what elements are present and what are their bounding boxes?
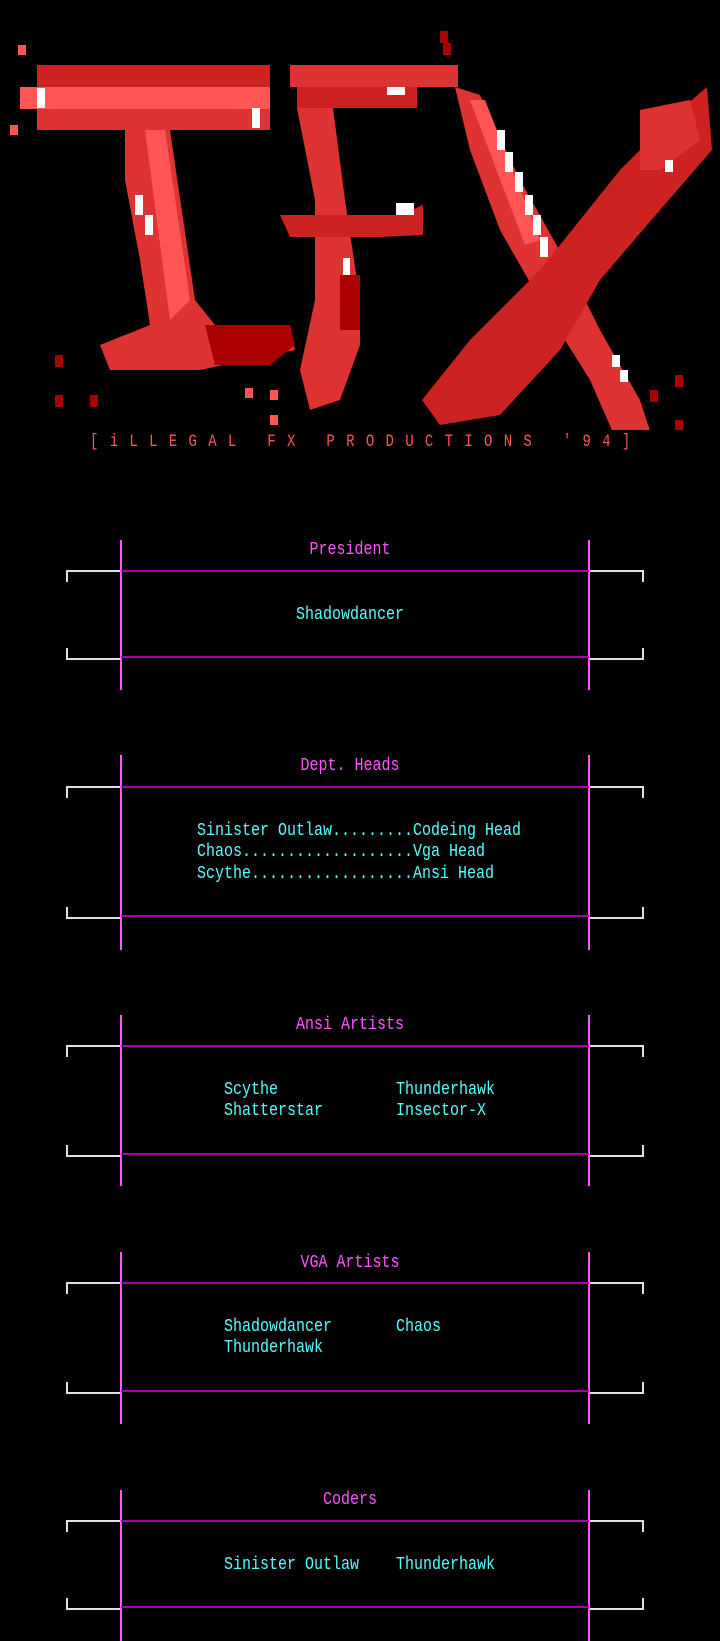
box-vline-right	[588, 1490, 590, 1641]
box-rule-top	[121, 1045, 589, 1047]
member-name: Sinister Outlaw	[224, 1553, 360, 1575]
box-rule-bottom	[121, 1390, 589, 1392]
bracket	[590, 786, 644, 798]
logo-letter-x	[422, 87, 712, 430]
box-vline-left	[120, 755, 122, 950]
ifx-logo	[10, 31, 712, 430]
member-row: Sinister Outlaw.........Codeing Head	[197, 819, 522, 841]
bracket	[590, 1282, 644, 1294]
box-rule-bottom	[121, 1153, 589, 1155]
member-row: Chaos...................Vga Head	[197, 840, 486, 862]
box-rule-top	[121, 1282, 589, 1284]
box-rule-top	[121, 786, 589, 788]
member-row: Scythe..................Ansi Head	[197, 862, 495, 884]
bracket	[590, 1520, 644, 1532]
member-name: Shadowdancer	[295, 603, 405, 625]
bracket	[66, 570, 120, 582]
box-vline-left	[120, 1252, 122, 1424]
box-vline-right	[588, 540, 590, 690]
member-name: Insector-X	[396, 1099, 487, 1121]
bracket	[66, 1282, 120, 1294]
bracket	[66, 907, 120, 919]
bracket	[66, 786, 120, 798]
section-title: VGA Artists	[300, 1251, 400, 1273]
bracket	[590, 907, 644, 919]
box-vline-left	[120, 1015, 122, 1186]
bracket	[590, 1145, 644, 1157]
member-name: Shatterstar	[224, 1099, 324, 1121]
bracket	[66, 1520, 120, 1532]
box-vline-right	[588, 1015, 590, 1186]
box-vline-right	[588, 755, 590, 950]
member-name: Thunderhawk	[396, 1553, 496, 1575]
box-vline-left	[120, 1490, 122, 1641]
bracket	[590, 648, 644, 660]
box-vline-left	[120, 540, 122, 690]
bracket	[66, 1598, 120, 1610]
section-title: President	[309, 538, 391, 560]
box-vline-right	[588, 1252, 590, 1424]
box-rule-top	[121, 570, 589, 572]
box-rule-bottom	[121, 915, 589, 917]
bracket	[66, 648, 120, 660]
logo-letter-i	[10, 45, 295, 407]
subtitle: [iLLEGAL FX PRODUCTIONS '94]	[90, 432, 642, 452]
member-name: Shadowdancer	[224, 1315, 333, 1337]
member-name: Chaos	[396, 1315, 442, 1337]
logo-letter-f	[245, 31, 458, 425]
bracket	[590, 570, 644, 582]
bracket	[66, 1382, 120, 1394]
bracket	[590, 1382, 644, 1394]
bracket	[66, 1045, 120, 1057]
box-rule-top	[121, 1520, 589, 1522]
bracket	[590, 1598, 644, 1610]
member-name: Thunderhawk	[224, 1336, 324, 1358]
section-title: Dept. Heads	[300, 754, 400, 776]
section-title: Ansi Artists	[295, 1013, 405, 1035]
box-rule-bottom	[121, 1606, 589, 1608]
bracket	[66, 1145, 120, 1157]
member-name: Scythe	[224, 1078, 279, 1100]
bracket	[590, 1045, 644, 1057]
section-title: Coders	[322, 1488, 377, 1510]
member-name: Thunderhawk	[396, 1078, 496, 1100]
box-rule-bottom	[121, 656, 589, 658]
